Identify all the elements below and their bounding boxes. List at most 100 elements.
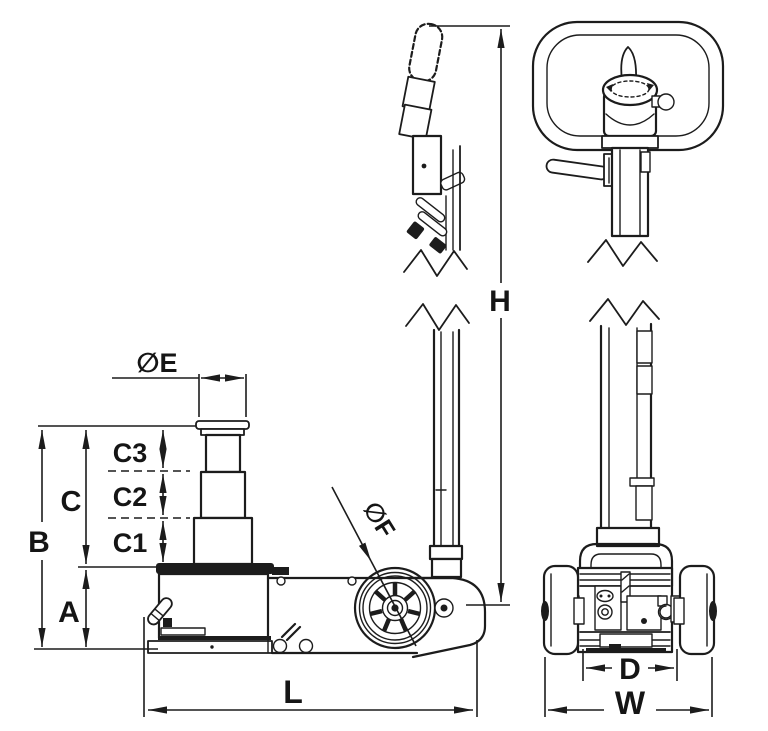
side-view bbox=[147, 22, 487, 659]
dim-label-l: L bbox=[283, 674, 303, 710]
tube-socket bbox=[430, 557, 463, 579]
handle-grip bbox=[398, 22, 444, 141]
front-wheel-right bbox=[673, 564, 717, 656]
wheel-bracket bbox=[673, 597, 685, 625]
telescopic-ram bbox=[192, 420, 254, 566]
base-dot bbox=[210, 645, 214, 649]
rotation-arrow-right bbox=[647, 83, 654, 91]
valve-body bbox=[411, 134, 443, 196]
air-hoses bbox=[406, 197, 448, 254]
wheel-bracket bbox=[573, 597, 585, 625]
axle-bolt-center bbox=[440, 604, 448, 612]
tube-bracket bbox=[636, 330, 653, 364]
release-lever bbox=[545, 153, 622, 187]
control-knob bbox=[601, 73, 659, 107]
top-cover-plate bbox=[156, 563, 274, 574]
grip-knurled bbox=[408, 22, 444, 83]
side-stub-knob bbox=[657, 93, 675, 111]
tube-bracket-low bbox=[635, 485, 653, 521]
pump-block bbox=[626, 595, 662, 631]
break-symbol bbox=[403, 249, 468, 277]
housing-outline bbox=[408, 576, 487, 659]
top-bolt bbox=[276, 576, 286, 586]
diameter-line bbox=[370, 560, 417, 647]
chassis-hole bbox=[298, 638, 314, 654]
tube-flange bbox=[629, 477, 655, 487]
dim-B: B bbox=[28, 430, 50, 647]
bottom-band bbox=[586, 648, 666, 652]
pump-dot bbox=[641, 618, 647, 624]
center-post bbox=[620, 571, 631, 603]
dim-label-d: D bbox=[619, 653, 641, 686]
gauge-oval bbox=[596, 589, 614, 603]
hub-inner bbox=[386, 599, 404, 617]
gauge-circle bbox=[597, 604, 613, 620]
dim-label-c1: C1 bbox=[113, 528, 148, 558]
front-handle-tube bbox=[589, 298, 661, 548]
bottom-tray bbox=[599, 633, 653, 648]
dim-label-b: B bbox=[28, 526, 50, 559]
dim-label-c3: C3 bbox=[113, 438, 148, 468]
side-rear-housing bbox=[408, 576, 487, 659]
front-rollbar bbox=[578, 542, 674, 588]
top-bolt bbox=[347, 576, 357, 586]
wheel-profile bbox=[678, 564, 716, 656]
tube-collar bbox=[428, 544, 464, 561]
control-paddle bbox=[620, 46, 637, 81]
hose-fitting bbox=[406, 221, 425, 239]
hose-fitting bbox=[429, 237, 447, 254]
front-handle-upper bbox=[531, 20, 725, 267]
front-body bbox=[569, 566, 681, 654]
break-symbol bbox=[587, 239, 658, 267]
valve-screw bbox=[421, 163, 427, 169]
dim-C1: C1 bbox=[113, 521, 167, 562]
dim-label-w: W bbox=[615, 685, 646, 721]
wheel-spokes bbox=[369, 583, 421, 632]
dim-label-f: ∅F bbox=[357, 497, 400, 543]
dim-L: L bbox=[143, 617, 478, 717]
side-jack-body bbox=[147, 563, 454, 655]
axle-nub bbox=[541, 601, 549, 621]
dim-A: A bbox=[58, 570, 90, 647]
dim-C2: C2 bbox=[113, 474, 167, 515]
dim-C3: C3 bbox=[113, 430, 167, 468]
dim-label-c: C bbox=[61, 486, 82, 518]
grease-fitting bbox=[280, 622, 302, 642]
pull-handle-base bbox=[163, 618, 172, 627]
tube-bracket bbox=[636, 365, 653, 395]
rim-outer bbox=[362, 575, 428, 641]
tube-collar bbox=[595, 526, 661, 548]
side-handle-tube bbox=[405, 303, 470, 579]
dim-E: ∅E bbox=[112, 348, 247, 417]
ram-stage-3 bbox=[204, 433, 242, 474]
control-head-curve bbox=[605, 113, 655, 126]
tire-inner bbox=[358, 571, 432, 645]
top-cover-step bbox=[272, 567, 289, 575]
base-seam bbox=[158, 636, 271, 640]
dim-label-e: ∅E bbox=[136, 348, 177, 378]
dim-label-a: A bbox=[58, 596, 80, 629]
side-wheel bbox=[353, 566, 437, 650]
rollbar-inner bbox=[590, 553, 662, 587]
ram-stage-1 bbox=[192, 516, 254, 566]
rollbar-outer bbox=[578, 542, 674, 588]
ram-stage-2 bbox=[199, 470, 247, 520]
saddle-cap bbox=[195, 420, 250, 430]
chassis-hole bbox=[272, 638, 288, 654]
dim-label-h: H bbox=[489, 285, 511, 318]
break-symbol bbox=[405, 303, 470, 331]
axle-nub bbox=[709, 601, 717, 621]
wheel-profile bbox=[542, 564, 580, 656]
dim-C: C bbox=[61, 430, 90, 564]
side-handle-upper bbox=[398, 22, 468, 277]
dim-H: H bbox=[429, 25, 511, 606]
control-head-base bbox=[601, 135, 659, 149]
front-column bbox=[610, 146, 651, 238]
pull-handle bbox=[147, 597, 206, 636]
rim-inner bbox=[368, 581, 422, 635]
front-wheel-left bbox=[541, 564, 585, 656]
base-plate bbox=[147, 640, 273, 654]
grip-lower bbox=[398, 103, 433, 141]
